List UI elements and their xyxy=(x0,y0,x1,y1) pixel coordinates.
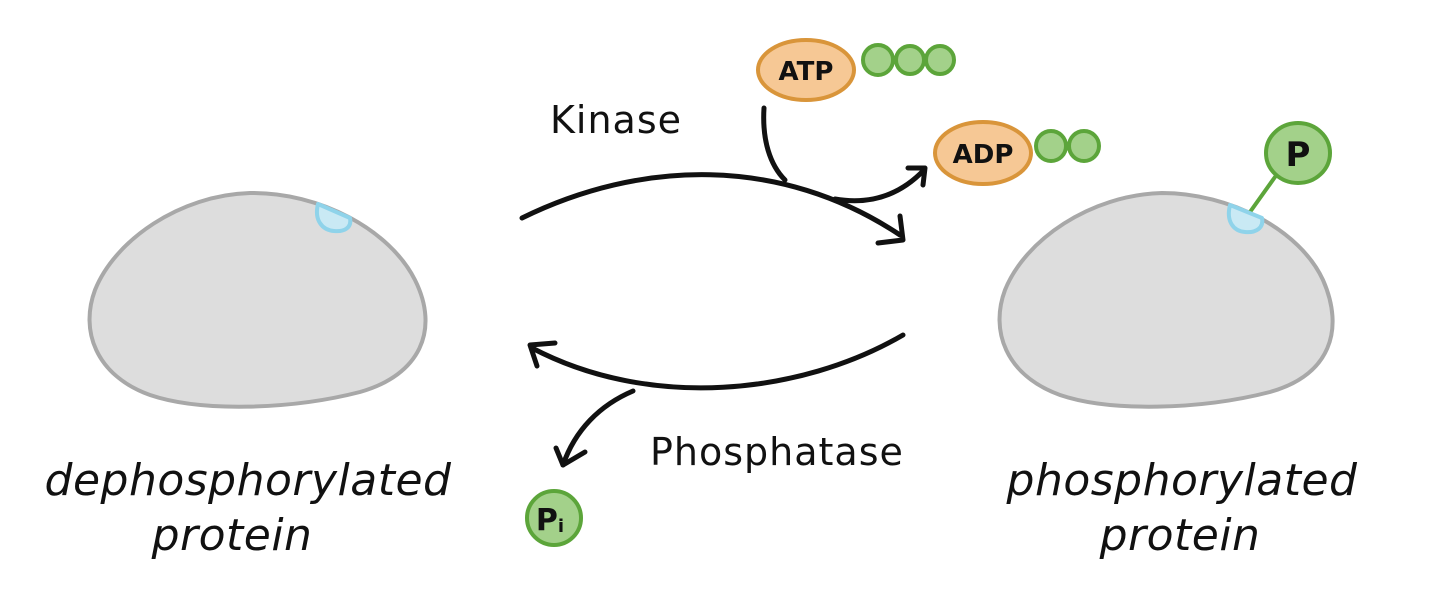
attached-phosphate: P xyxy=(1264,121,1332,185)
kinase-label: Kinase xyxy=(550,98,682,142)
protein-body xyxy=(87,190,428,409)
pi-label-main: P xyxy=(536,503,558,538)
adp-nucleoside xyxy=(933,120,1033,186)
phosphate-bond xyxy=(1248,175,1277,214)
left-protein-label-line2: protein xyxy=(151,510,313,561)
binding-site xyxy=(1226,203,1265,235)
right-protein-label-line2: protein xyxy=(1099,510,1261,561)
adp-molecule: ADP xyxy=(933,120,1101,186)
kinase-arrow xyxy=(519,105,928,246)
atp-molecule: ATP xyxy=(756,38,956,102)
phosphatase-arrow xyxy=(527,332,906,468)
adp-arrowhead xyxy=(905,165,928,188)
right-protein-label-line1: phosphorylated xyxy=(1006,455,1359,506)
phosphate-bead xyxy=(894,44,926,76)
phosphate-bead xyxy=(1067,129,1101,163)
phosphate-bead xyxy=(861,43,895,77)
released-phosphate: Pi xyxy=(525,489,583,547)
adp-label: ADP xyxy=(953,140,1014,170)
phosphate-bead xyxy=(924,44,956,76)
dephosphorylated-protein xyxy=(87,190,428,409)
phosphate-bead xyxy=(1034,129,1068,163)
reverse-arrow-curve xyxy=(529,332,906,391)
forward-arrow-curve xyxy=(519,172,903,238)
atp-label: ATP xyxy=(779,57,834,87)
pi-label: Pi xyxy=(536,503,564,538)
left-protein-label-line1: dephosphorylated xyxy=(45,455,453,506)
phosphorylated-protein: P xyxy=(997,121,1335,409)
protein-body xyxy=(997,190,1335,409)
pi-label-sub: i xyxy=(558,516,564,537)
phosphate-label: P xyxy=(1286,135,1311,175)
atp-nucleoside xyxy=(756,38,856,102)
phosphatase-label: Phosphatase xyxy=(650,430,904,474)
pi-arrowhead xyxy=(553,445,588,468)
reverse-arrowhead xyxy=(527,340,558,369)
atp-input-line xyxy=(761,105,788,183)
binding-site xyxy=(315,202,353,234)
forward-arrowhead xyxy=(875,213,906,246)
pi-circle xyxy=(525,489,583,547)
pi-release-curve xyxy=(560,388,636,468)
adp-output-curve xyxy=(832,167,927,204)
phosphate-circle xyxy=(1264,121,1332,185)
